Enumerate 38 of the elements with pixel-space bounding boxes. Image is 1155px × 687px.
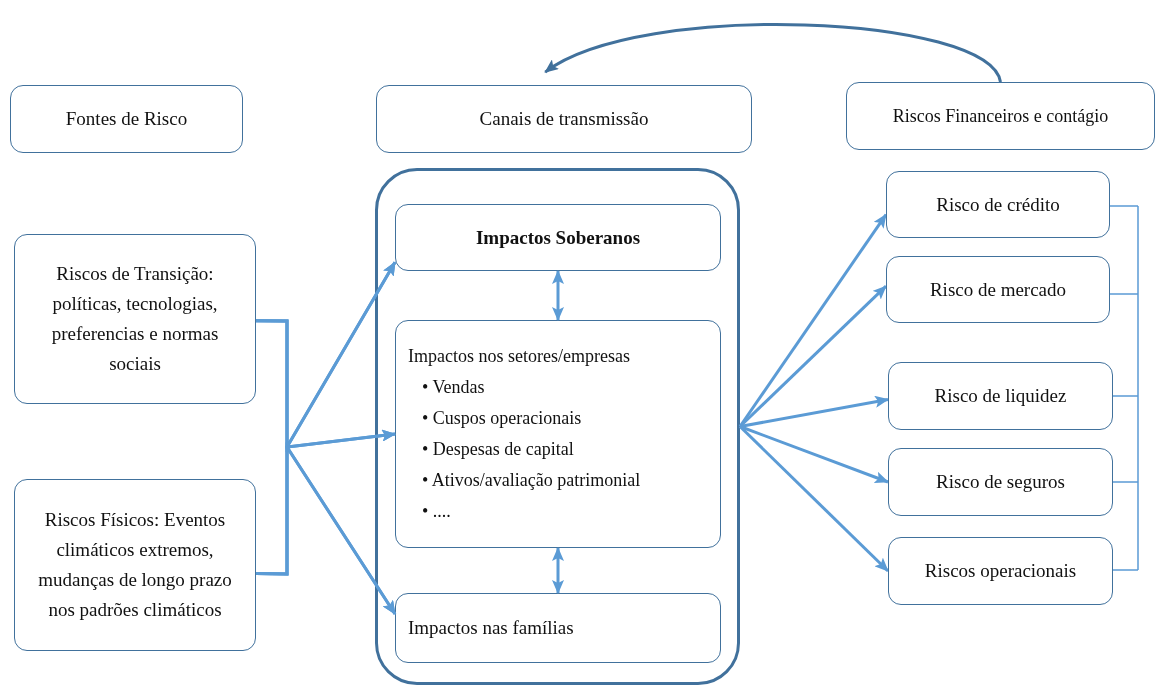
- rounded-box: [846, 82, 1155, 150]
- box-label: Risco de crédito: [935, 192, 1061, 217]
- arrow: [738, 425, 890, 573]
- rounded-box: [395, 320, 721, 548]
- arrow: [544, 23, 1002, 83]
- list-item: • Despesas de capital: [422, 438, 575, 461]
- arrow: [739, 425, 889, 484]
- list-item: • ....: [422, 500, 452, 523]
- rounded-box: [14, 234, 256, 404]
- box-label: Riscos Financeiros e contágio: [891, 105, 1110, 128]
- rounded-box: [886, 256, 1110, 323]
- box-label: Canais de transmissão: [478, 107, 650, 131]
- box-label: Impactos Soberanos: [474, 225, 642, 250]
- arrow: [552, 270, 564, 321]
- rounded-box: [888, 362, 1113, 430]
- box-label: Riscos operacionais: [923, 559, 1078, 583]
- box-label: Riscos Físicos: Eventos climáticos extremos, mudanças de longo prazo nos padrões climáticos: [37, 508, 233, 622]
- group-container: [375, 168, 740, 685]
- box-label: Risco de seguros: [935, 470, 1066, 494]
- rounded-box: [395, 204, 721, 271]
- box-label: Fontes de Risco: [64, 107, 189, 131]
- rounded-box: [376, 85, 752, 153]
- box-heading: Impactos nos setores/empresas: [408, 345, 631, 368]
- box-label: Impactos nas famílias: [408, 616, 575, 640]
- box-label: Risco de liquidez: [933, 384, 1068, 408]
- rounded-box: [10, 85, 243, 153]
- rounded-box: [888, 537, 1113, 605]
- arrow: [256, 441, 397, 615]
- arrow: [552, 547, 564, 594]
- box-label: Risco de mercado: [928, 277, 1068, 302]
- rounded-box: [886, 171, 1110, 238]
- box-label: Riscos de Transição: políticas, tecnologias, preferencias e normas sociais: [50, 262, 220, 376]
- list-item: • Vendas: [422, 376, 486, 399]
- rounded-box: [14, 479, 256, 651]
- list-item: • Cuspos operacionais: [422, 407, 583, 430]
- rounded-box: [888, 448, 1113, 516]
- rounded-box: [395, 593, 721, 663]
- list-item: • Ativos/avaliação patrimonial: [422, 469, 642, 492]
